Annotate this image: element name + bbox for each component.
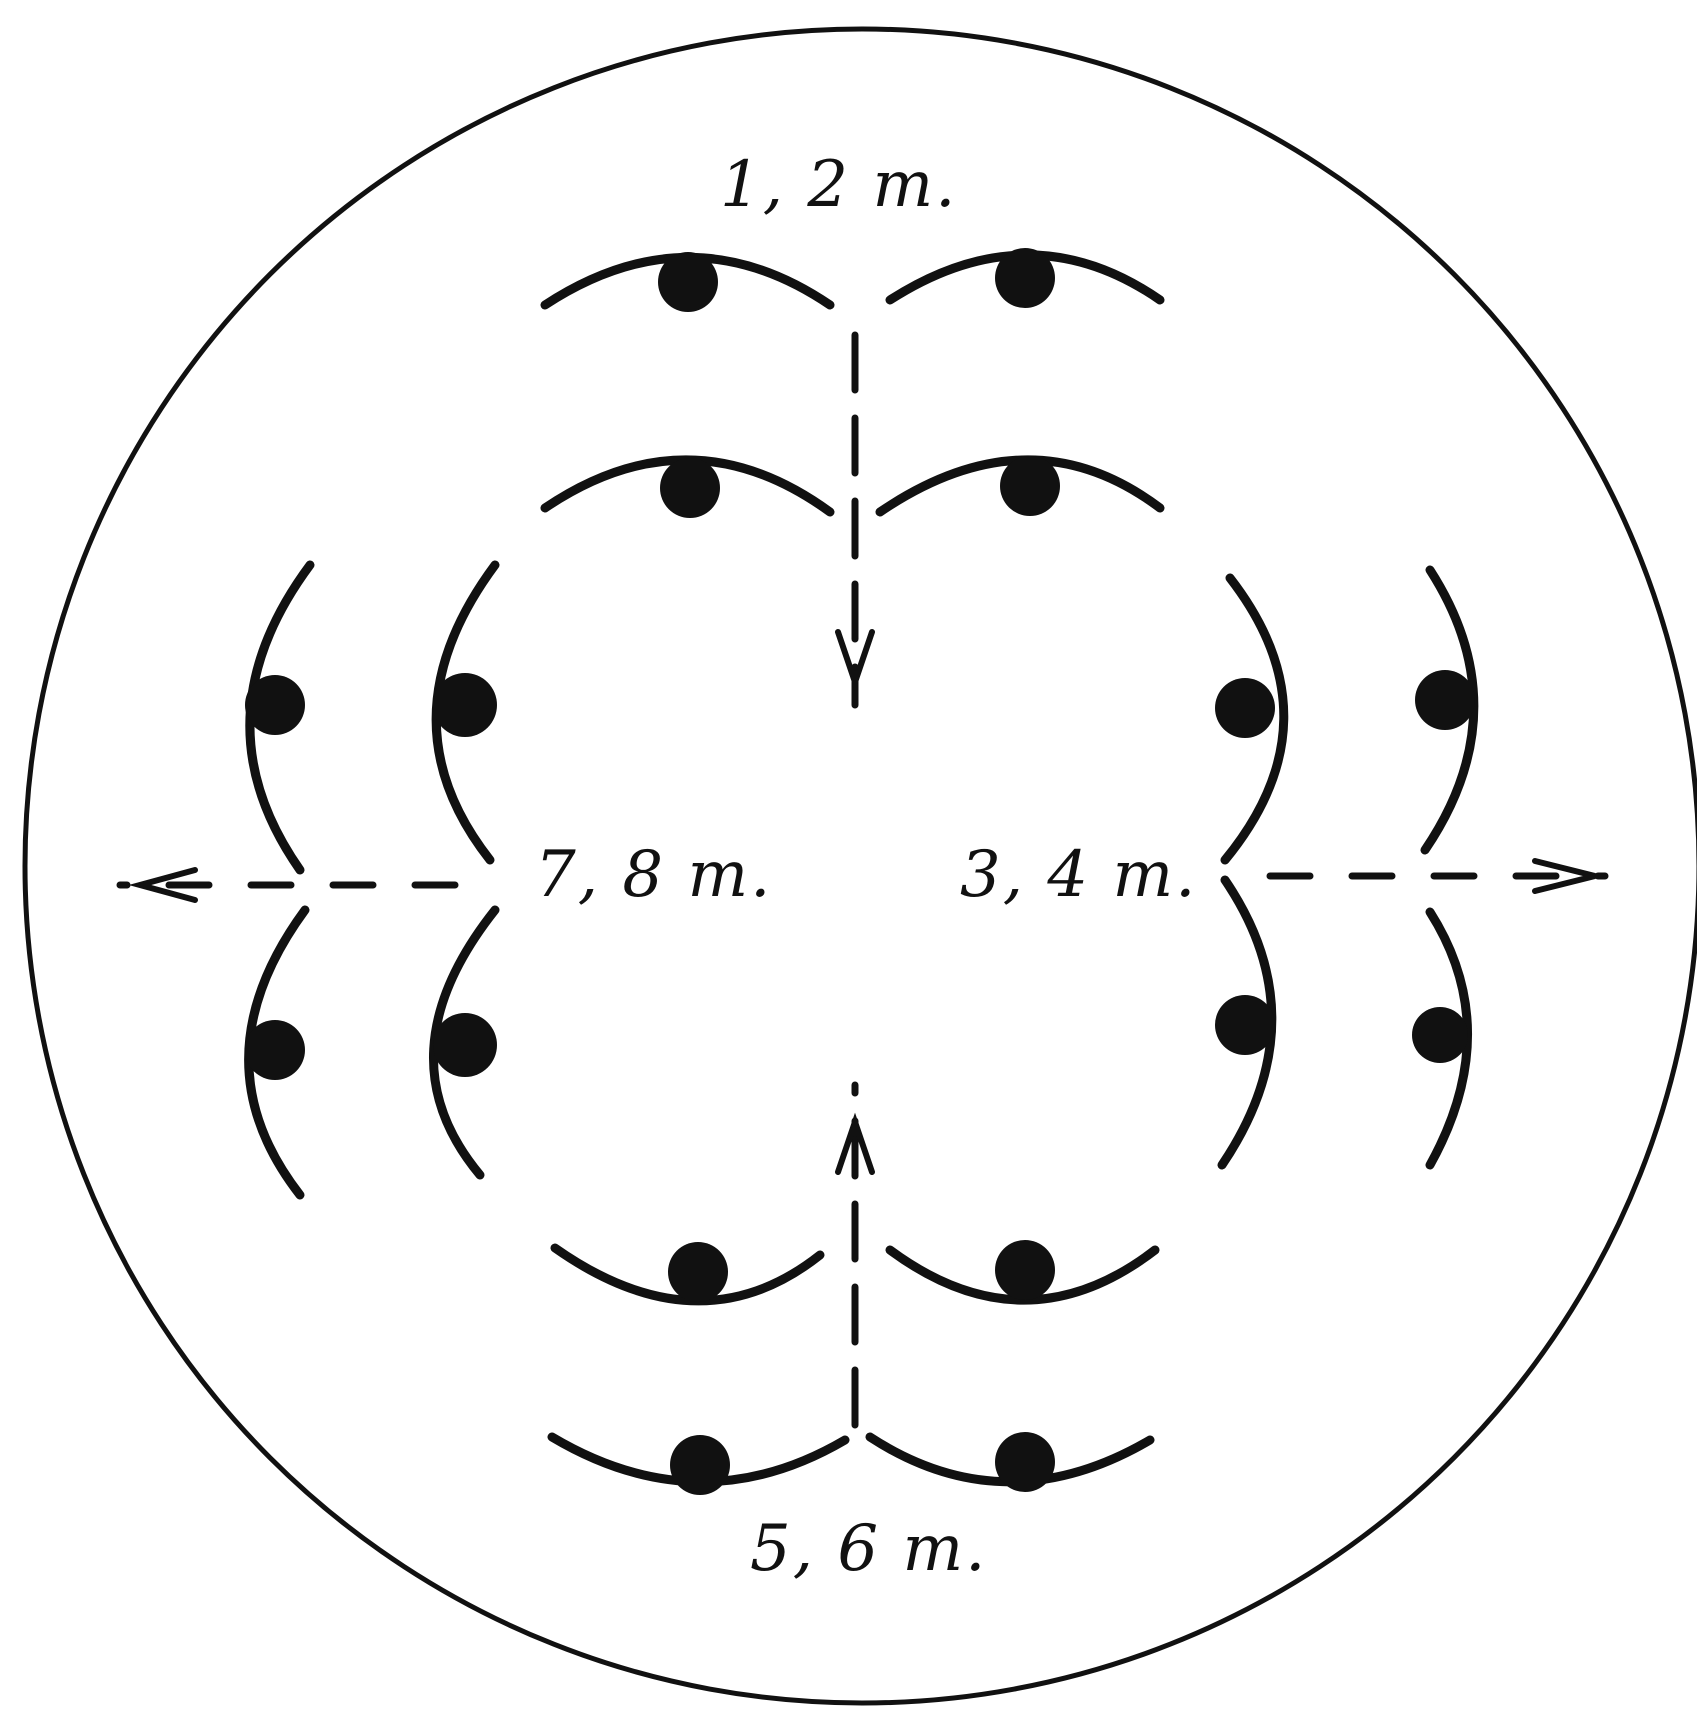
label-bottom: 5, 6 m. (750, 1512, 988, 1586)
player-dot-5 (245, 675, 305, 735)
label-left: 7, 8 m. (535, 838, 773, 912)
left-group (245, 565, 497, 1195)
player-dot-2 (995, 248, 1055, 308)
player-dot-4 (1000, 456, 1060, 516)
player-dot-15 (670, 1435, 730, 1495)
player-dot-13 (668, 1242, 728, 1302)
label-right: 3, 4 m. (960, 838, 1198, 912)
player-dot-14 (995, 1240, 1055, 1300)
player-dot-16 (995, 1432, 1055, 1492)
player-dot-7 (245, 1020, 305, 1080)
movement-arrows (120, 335, 1605, 1425)
player-dot-6 (433, 673, 497, 737)
player-dot-11 (1215, 995, 1275, 1055)
player-dot-1 (658, 252, 718, 312)
player-dot-10 (1415, 670, 1475, 730)
player-dot-8 (433, 1013, 497, 1077)
player-dot-9 (1215, 678, 1275, 738)
label-top: 1, 2 m. (720, 148, 958, 222)
boundary-circle (25, 29, 1697, 1703)
player-dot-12 (1412, 1007, 1468, 1063)
player-dot-3 (660, 458, 720, 518)
right-group (1215, 570, 1475, 1165)
